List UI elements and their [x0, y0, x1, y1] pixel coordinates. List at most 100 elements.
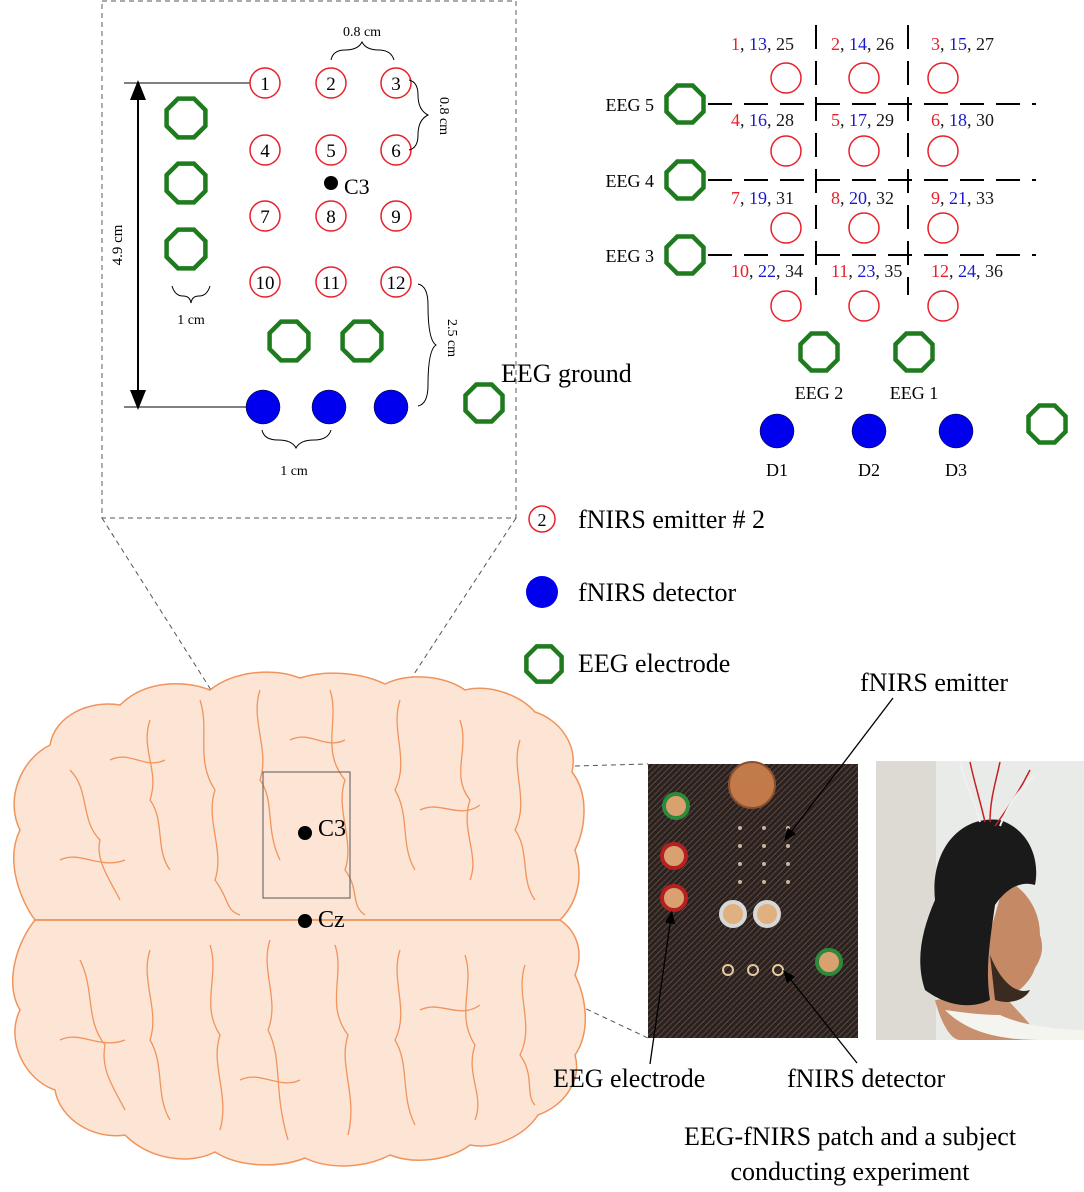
- channel-emitter-9: [927, 212, 959, 244]
- channel-separator: ,: [949, 261, 958, 281]
- legend-detector-label: fNIRS detector: [578, 578, 736, 607]
- zoom-eeg-middle-2: [340, 319, 384, 363]
- zoom-c3-dot: [324, 176, 338, 190]
- patch-eeg-electrode-5: [753, 900, 781, 928]
- channel-separator: ,: [740, 34, 749, 54]
- channel-number-25: 25: [776, 34, 794, 54]
- brain-c3-dot: [298, 826, 312, 840]
- zoom-emitter-label-5: 5: [326, 141, 336, 162]
- zoom-emitter-label-10: 10: [256, 273, 275, 294]
- zoom-emitter-9: [380, 200, 412, 232]
- patch-eeg-electrode-2: [660, 842, 688, 870]
- channel-emitter-7: [770, 212, 802, 244]
- zoom-emitter-3: [380, 67, 412, 99]
- zoom-emitter-6: [380, 134, 412, 166]
- patch-eeg-electrode-3: [660, 884, 688, 912]
- brain-sulci: [59, 689, 536, 1141]
- side-spacing-label: 0.8 cm: [436, 97, 451, 135]
- channel-separator: ,: [967, 34, 976, 54]
- channel-number-1: 1: [731, 34, 740, 54]
- channel-eeg-side-label-3: EEG 3: [606, 246, 655, 266]
- patch-emitter-dot: [762, 862, 766, 866]
- zoom-emitter-7: [249, 200, 281, 232]
- top-spacing-brace: [330, 40, 395, 61]
- channel-separator: ,: [740, 188, 749, 208]
- zoom-emitter-8: [315, 200, 347, 232]
- patch-emitter-dot: [786, 880, 790, 884]
- patch-emitter-dot: [738, 826, 742, 830]
- patch-photo: [648, 761, 858, 1038]
- zoom-emitter-label-11: 11: [322, 273, 340, 294]
- subject-cap: [920, 819, 1037, 1006]
- legend-emitter-label: fNIRS emitter # 2: [578, 505, 765, 534]
- channel-eeg-side-1: [664, 83, 706, 125]
- channel-separator: ,: [840, 34, 849, 54]
- figure-caption-line-1: EEG-fNIRS patch and a subject: [684, 1122, 1017, 1151]
- zoom-detector-1: [245, 389, 281, 425]
- patch-eeg-electrode-1: [662, 792, 690, 820]
- channel-emitter-2: [848, 62, 880, 94]
- channel-separator: ,: [767, 188, 776, 208]
- detector-spacing-label: 1 cm: [280, 464, 308, 479]
- channel-number-23: 23: [857, 261, 875, 281]
- zoom-emitter-label-8: 8: [326, 207, 336, 228]
- channel-number-29: 29: [876, 110, 894, 130]
- zoom-panel-border: [101, 0, 517, 519]
- channel-number-5: 5: [831, 110, 840, 130]
- brain-cz-dot: [298, 914, 312, 928]
- gap-label: 2.5 cm: [444, 319, 459, 357]
- channel-emitter-circles: [770, 62, 959, 322]
- channel-separator: ,: [940, 188, 949, 208]
- channel-cell-7: 7, 19, 31: [731, 188, 794, 208]
- subject-collar: [945, 1010, 1084, 1040]
- annotation-fnirs-detector: fNIRS detector: [787, 1064, 945, 1093]
- channel-separator: ,: [776, 261, 785, 281]
- channel-emitter-8: [848, 212, 880, 244]
- channel-detector-label-1: D1: [766, 460, 788, 480]
- zoom-detector-3: [373, 389, 409, 425]
- zoom-emitter-4: [249, 134, 281, 166]
- brain-c3-label: C3: [318, 816, 346, 842]
- channel-cell-12: 12, 24, 36: [931, 261, 1003, 281]
- legend-emitter-symbol-number: 2: [538, 510, 547, 530]
- channel-cell-3: 3, 15, 27: [931, 34, 994, 54]
- annotation-detector-pointer: [782, 969, 858, 1064]
- channel-number-2: 2: [831, 34, 840, 54]
- channel-cell-8: 8, 20, 32: [831, 188, 894, 208]
- channel-cell-9: 9, 21, 33: [931, 188, 994, 208]
- patch-emitter-dot: [738, 880, 742, 884]
- legend-detector-symbol: [526, 576, 558, 608]
- brain-cz-label: Cz: [318, 907, 345, 933]
- channel-number-36: 36: [985, 261, 1003, 281]
- zoom-emitter-label-3: 3: [391, 74, 401, 95]
- figure-caption-line-2: conducting experiment: [731, 1157, 971, 1186]
- zoom-emitter-label-12: 12: [387, 273, 406, 294]
- channel-number-4: 4: [731, 110, 740, 130]
- channel-number-35: 35: [884, 261, 902, 281]
- eeg-ground-octagon: [463, 382, 505, 424]
- zoom-emitter-label-7: 7: [260, 207, 270, 228]
- channel-cell-1: 1, 13, 25: [731, 34, 794, 54]
- zoom-emitter-2: [315, 67, 347, 99]
- legend: 2 fNIRS emitter # 2 fNIRS detector EEG e…: [524, 505, 765, 684]
- subject-face: [983, 880, 1043, 1000]
- channel-separator: ,: [875, 261, 884, 281]
- annotation-fnirs-emitter: fNIRS emitter: [860, 668, 1008, 697]
- channel-number-14: 14: [849, 34, 867, 54]
- zoom-emitter-12: [380, 266, 412, 298]
- legend-electrode-octagon: [524, 644, 564, 684]
- subject-photo-wall-panel: [876, 761, 936, 1040]
- channel-detector-label-2: D2: [858, 460, 880, 480]
- channel-number-24: 24: [958, 261, 976, 281]
- channel-eeg-side-label-2: EEG 4: [606, 171, 655, 191]
- detector-spacing-brace: [261, 429, 332, 450]
- channel-number-31: 31: [776, 188, 794, 208]
- patch-emitter-dot: [786, 844, 790, 848]
- brain-zoom-region: [262, 771, 351, 899]
- subject-cables-white: [959, 761, 1036, 827]
- zoom-eeg-left-1: [164, 96, 208, 140]
